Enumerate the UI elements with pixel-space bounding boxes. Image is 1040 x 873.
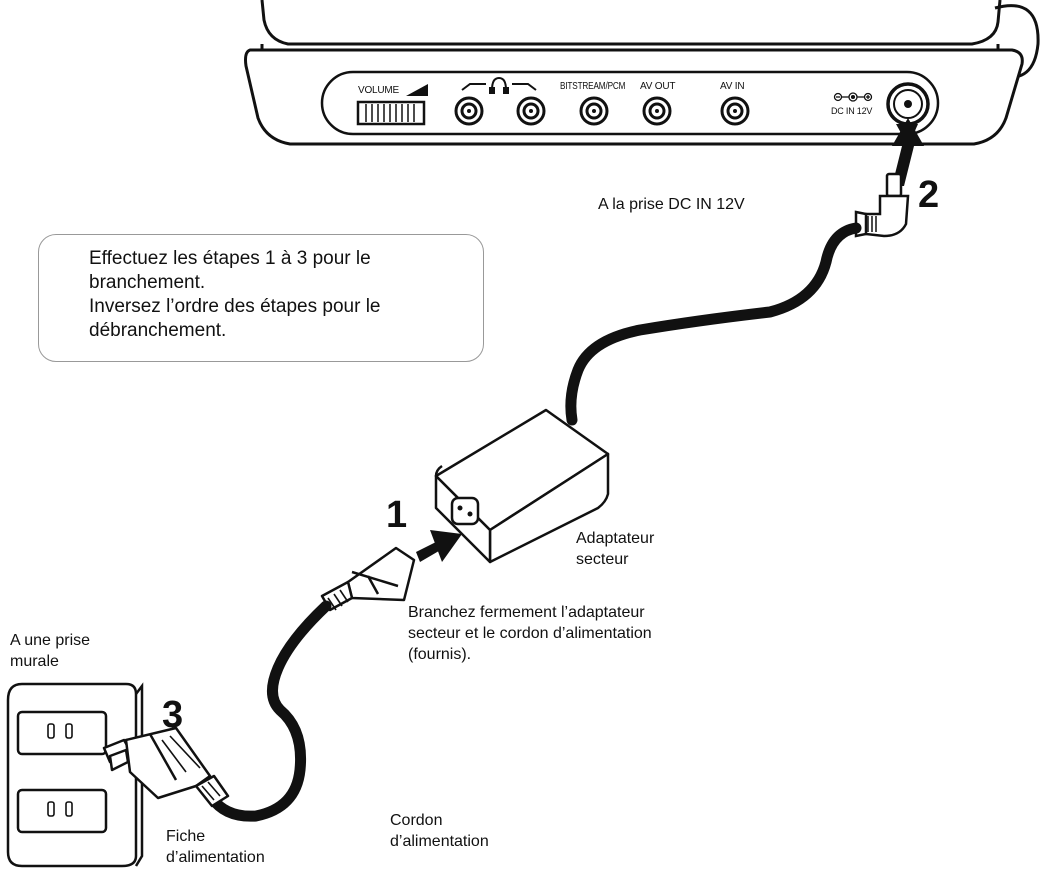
jacks [454,82,930,126]
wall-outlet [6,682,144,868]
power-cord-label: Cordon d’alimentation [390,812,489,850]
step-1: 1 [386,494,408,536]
step-2: 2 [918,174,940,216]
instruction-note: Effectuez les étapes 1 à 3 pour le branc… [38,234,484,362]
instruction-note-text: Effectuez les étapes 1 à 3 pour le branc… [89,248,381,341]
dc-polarity-icon [833,92,873,102]
player-rear-panel [244,0,1040,146]
av-in-jack [720,96,750,126]
headphone-jack-1 [454,96,484,126]
av-in-label: AV IN [720,81,745,92]
volume-slider-graphic [356,84,428,126]
connect-firmly-label: Branchez fermement l’adaptateur secteur … [408,604,652,663]
dc-cord [565,222,862,426]
av-out-label: AV OUT [640,81,676,92]
step-3: 3 [162,694,184,736]
av-out-jack [642,96,672,126]
dc-in-target-label: A la prise DC IN 12V [598,196,745,213]
power-plug-label: Fiche d’alimentation [166,828,265,866]
wall-plug [102,726,230,808]
dc-plug [854,172,910,238]
ac-cord [206,600,332,822]
bitstream-label: BITSTREAM/PCM [560,81,626,92]
insert-arrow-icon-adapter [416,530,462,562]
headphone-jack-2 [516,96,546,126]
ac-cord-connector [320,546,416,612]
headphones-icon [461,76,537,94]
volume-label: VOLUME [358,85,400,96]
adapter-label: Adaptateur secteur [576,530,655,568]
wall-outlet-label: A une prise murale [10,632,91,670]
ac-adapter [434,408,610,564]
dc-in-label: DC IN 12V [831,106,873,116]
bitstream-jack [579,96,609,126]
